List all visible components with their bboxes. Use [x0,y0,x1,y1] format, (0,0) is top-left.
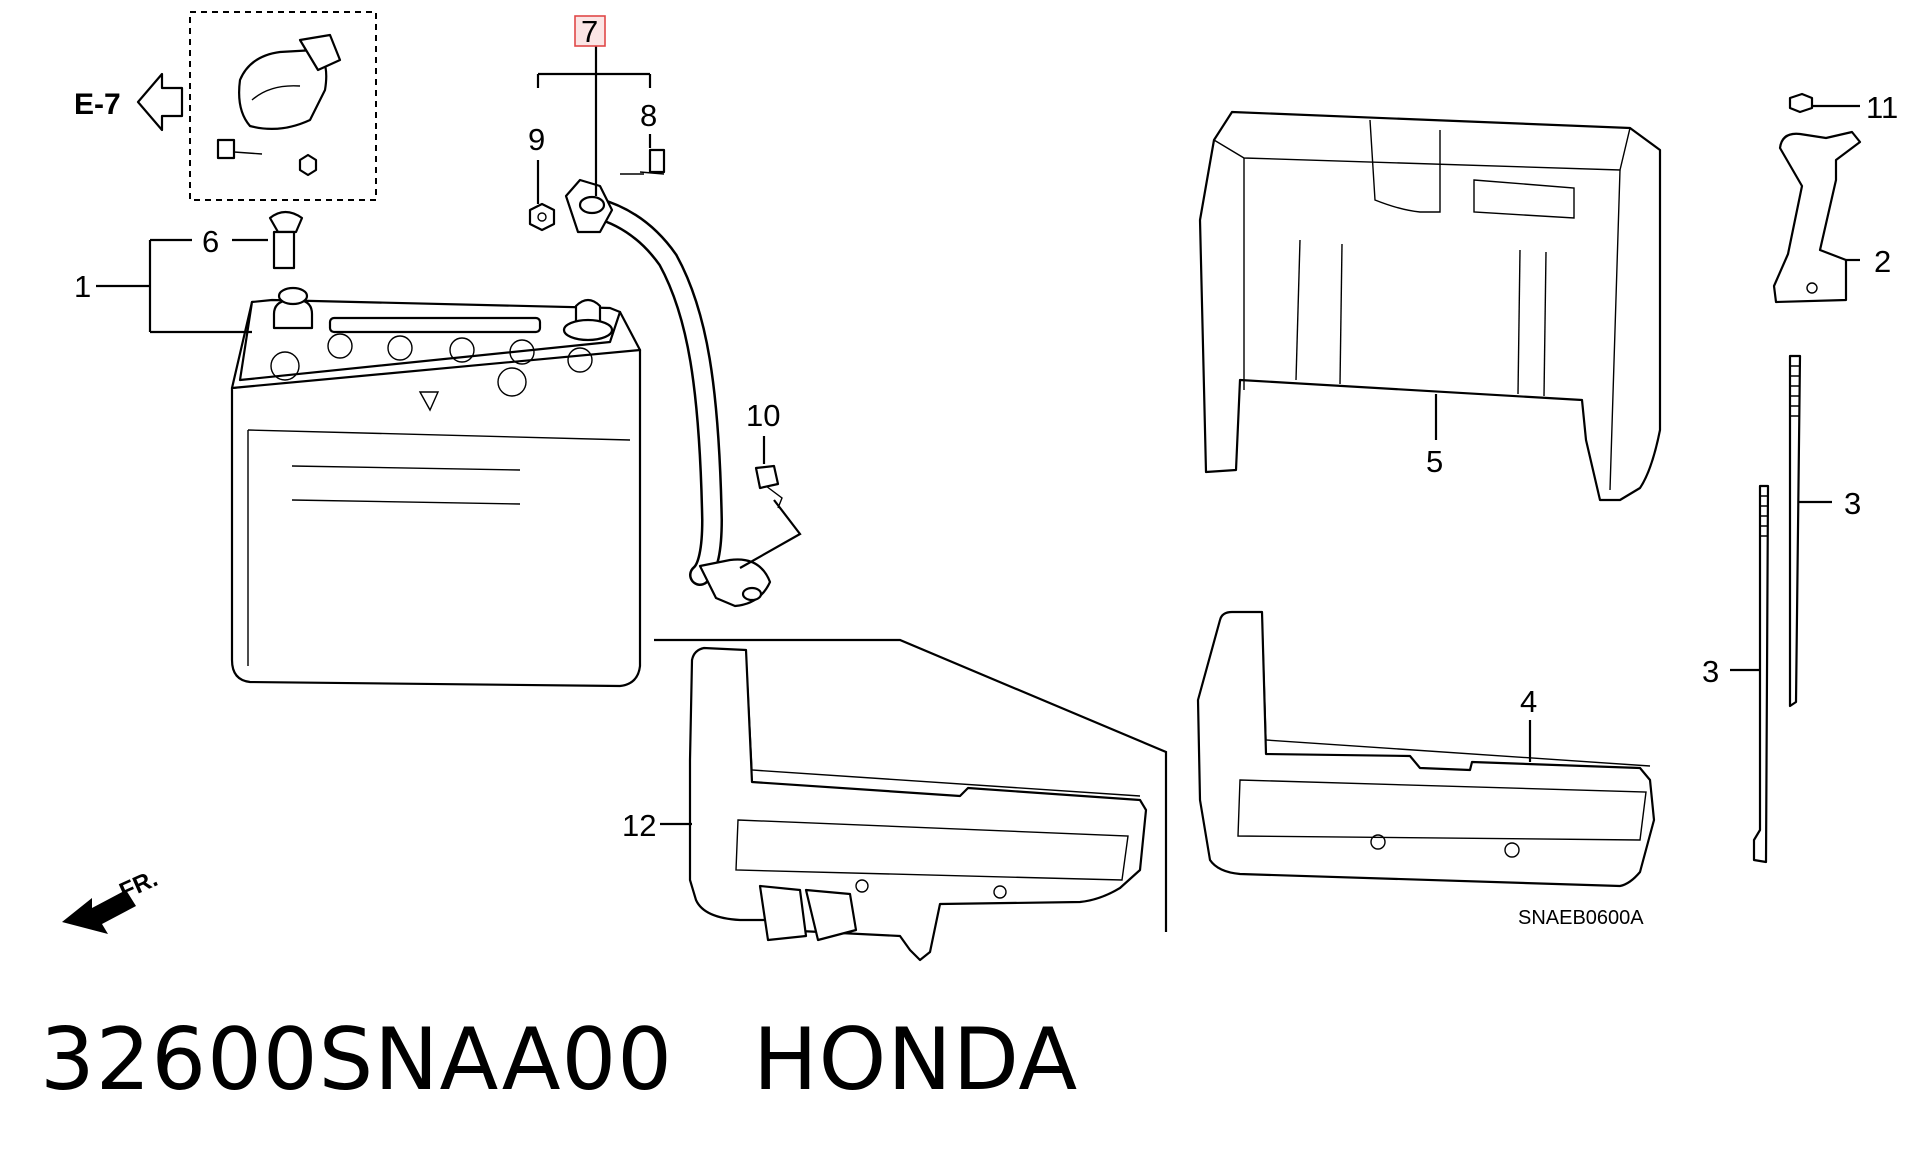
terminal-cover-group [189,11,377,201]
callout-7[interactable]: 7 [581,14,598,49]
tray-bracket [758,884,808,942]
dashed-box [189,11,377,201]
leader-lines [96,46,1860,826]
front-arrow-icon [62,890,136,934]
vent-plug[interactable] [268,210,304,270]
battery[interactable] [230,286,642,688]
bolt-small [216,138,236,160]
hardware [528,148,783,509]
vent-plug-stem [272,230,296,270]
callout-8[interactable]: 8 [640,98,657,133]
hold-down-rod-short[interactable] [1752,484,1770,864]
callout-5[interactable]: 5 [1426,444,1443,479]
flange-nut [528,202,556,232]
drawing-code: SNAEB0600A [1518,907,1644,929]
battery-box[interactable] [1198,110,1662,502]
bolt-10 [754,464,780,490]
callout-9[interactable]: 9 [528,122,545,157]
terminal-cover [238,48,328,131]
nut-small [298,153,318,177]
flange-bolt [648,148,666,174]
battery-tray[interactable] [1196,610,1656,888]
reference-tag: E-7 [74,88,121,121]
bracket-plate [1772,130,1862,304]
hold-down-rod-long[interactable] [1788,354,1802,708]
tray-body [1196,610,1656,888]
callout-6[interactable]: 6 [202,224,219,259]
hold-down-bracket[interactable] [1772,130,1862,304]
callout-4[interactable]: 4 [1520,684,1537,719]
reference-arrow[interactable]: E-7 [74,72,184,132]
tray-12-body [688,646,1148,962]
callout-10[interactable]: 10 [746,398,780,433]
front-indicator: FR. [62,865,162,934]
battery-body [230,340,642,688]
terminal-clip [298,33,342,72]
callout-12[interactable]: 12 [622,808,656,843]
tray-with-bracket[interactable] [688,646,1148,962]
callout-2[interactable]: 2 [1874,244,1891,279]
callout-11[interactable]: 11 [1866,90,1898,125]
flange-nut-11[interactable] [1788,92,1814,114]
callout-3-long[interactable]: 3 [1844,486,1861,521]
callout-labels: 1 2 3 3 4 5 6 7 8 9 10 11 12 [74,14,1898,843]
footer-title: 32600SNAA00 HONDA [40,1010,1078,1110]
brand-name: HONDA [753,1010,1079,1110]
part-number: 32600SNAA00 [40,1010,673,1110]
battery-cable[interactable] [564,178,772,608]
battery-box-body [1198,110,1662,502]
highlight-box [574,15,606,47]
section-divider [654,638,1168,932]
callout-1[interactable]: 1 [74,269,91,304]
left-arrow-icon [136,72,184,132]
cable-lug [698,558,772,608]
callout-3-short[interactable]: 3 [1702,654,1719,689]
